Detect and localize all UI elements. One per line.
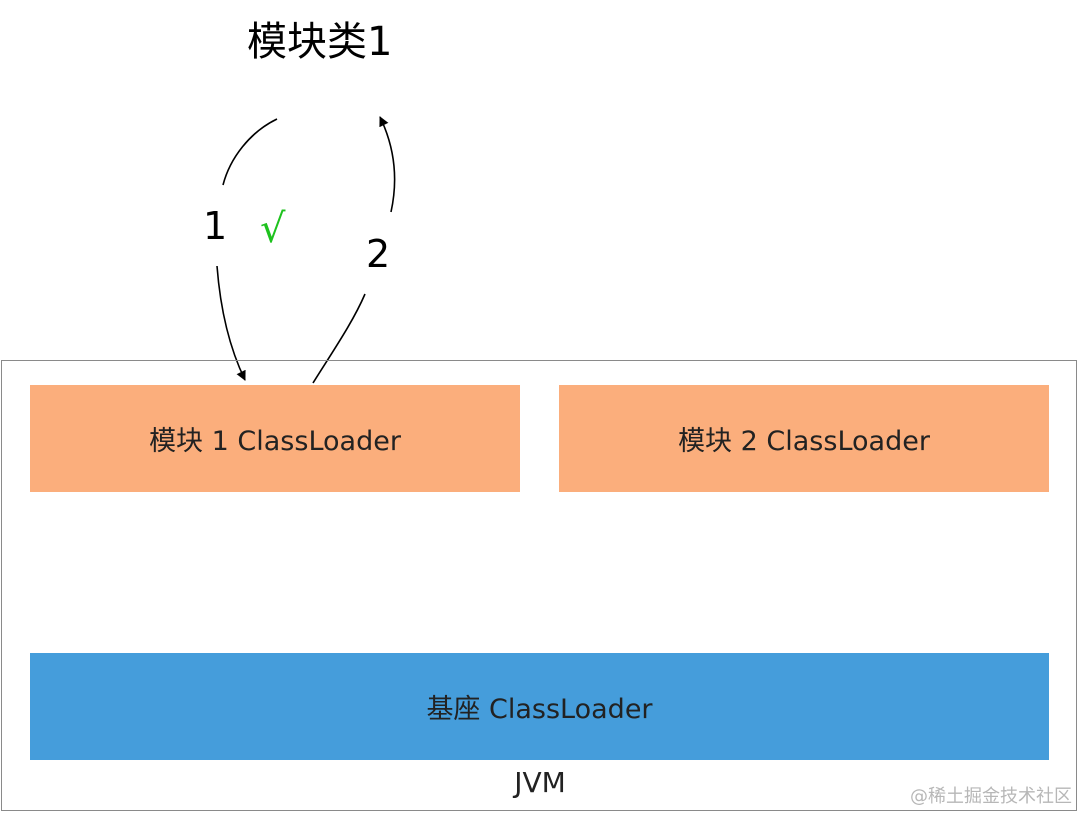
module-1-classloader-label: 模块 1 ClassLoader <box>149 426 401 457</box>
arrow-1-upper <box>222 118 278 186</box>
module-2-classloader-box: 模块 2 ClassLoader <box>559 385 1049 492</box>
module-2-classloader-label: 模块 2 ClassLoader <box>678 426 930 457</box>
watermark: @稀土掘金技术社区 <box>910 786 1072 807</box>
checkmark-icon: √ <box>260 206 286 252</box>
jvm-frame <box>1 360 1077 811</box>
module-class-title: 模块类1 <box>247 19 393 65</box>
arrow-2-upper <box>379 116 396 213</box>
edge-label-1: 1 <box>203 204 228 248</box>
module-1-classloader-box: 模块 1 ClassLoader <box>30 385 520 492</box>
edge-label-2: 2 <box>366 232 391 276</box>
base-classloader-label: 基座 ClassLoader <box>426 694 653 725</box>
jvm-label: JVM <box>514 766 566 799</box>
base-classloader-box: 基座 ClassLoader <box>30 653 1049 760</box>
